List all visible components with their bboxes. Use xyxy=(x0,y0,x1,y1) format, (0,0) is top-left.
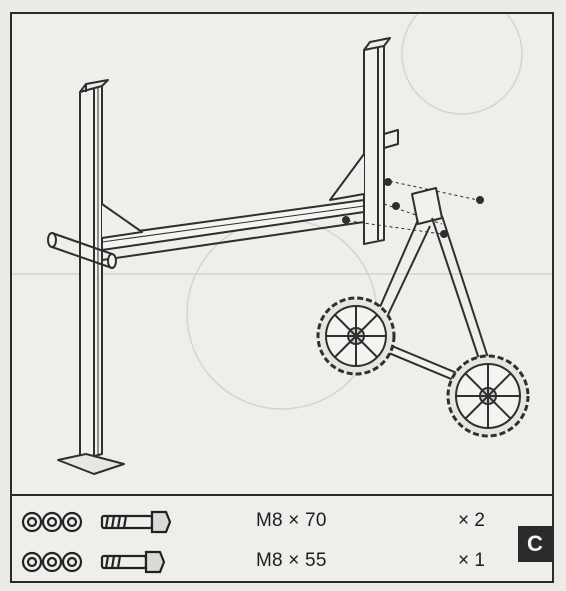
right-brace xyxy=(329,153,365,201)
washer-icon xyxy=(41,551,63,573)
nut-icon xyxy=(21,511,43,533)
hardware-row: M8 × 55 × 1 xyxy=(12,544,552,580)
instruction-panel: M8 × 70 × 2 M8 × 55 × 1 xyxy=(10,12,554,583)
main-beam xyxy=(101,199,365,261)
hardware-size: M8 × 70 xyxy=(256,510,327,531)
right-wheel xyxy=(446,354,530,438)
washer-icon xyxy=(61,551,83,573)
hardware-size: M8 × 55 xyxy=(256,550,327,571)
hardware-quantity: × 2 xyxy=(458,510,485,531)
left-wheel xyxy=(316,296,396,376)
hardware-icons xyxy=(21,550,166,574)
nut-icon xyxy=(21,551,43,573)
washer-icon xyxy=(61,511,83,533)
assembly-illustration xyxy=(12,14,552,475)
hardware-icons xyxy=(21,510,172,534)
hardware-row: M8 × 70 × 2 xyxy=(12,504,552,540)
left-brace xyxy=(101,203,143,239)
bolt-icon xyxy=(100,550,166,574)
foot-plate xyxy=(57,453,125,475)
left-upright-post xyxy=(79,79,109,461)
bolt-icon xyxy=(100,510,172,534)
right-upright-post xyxy=(363,37,399,245)
washer-icon xyxy=(41,511,63,533)
section-letter-badge: C xyxy=(518,526,552,562)
panel-divider xyxy=(12,494,552,496)
handle-tube xyxy=(47,232,117,269)
hardware-quantity: × 1 xyxy=(458,550,485,571)
